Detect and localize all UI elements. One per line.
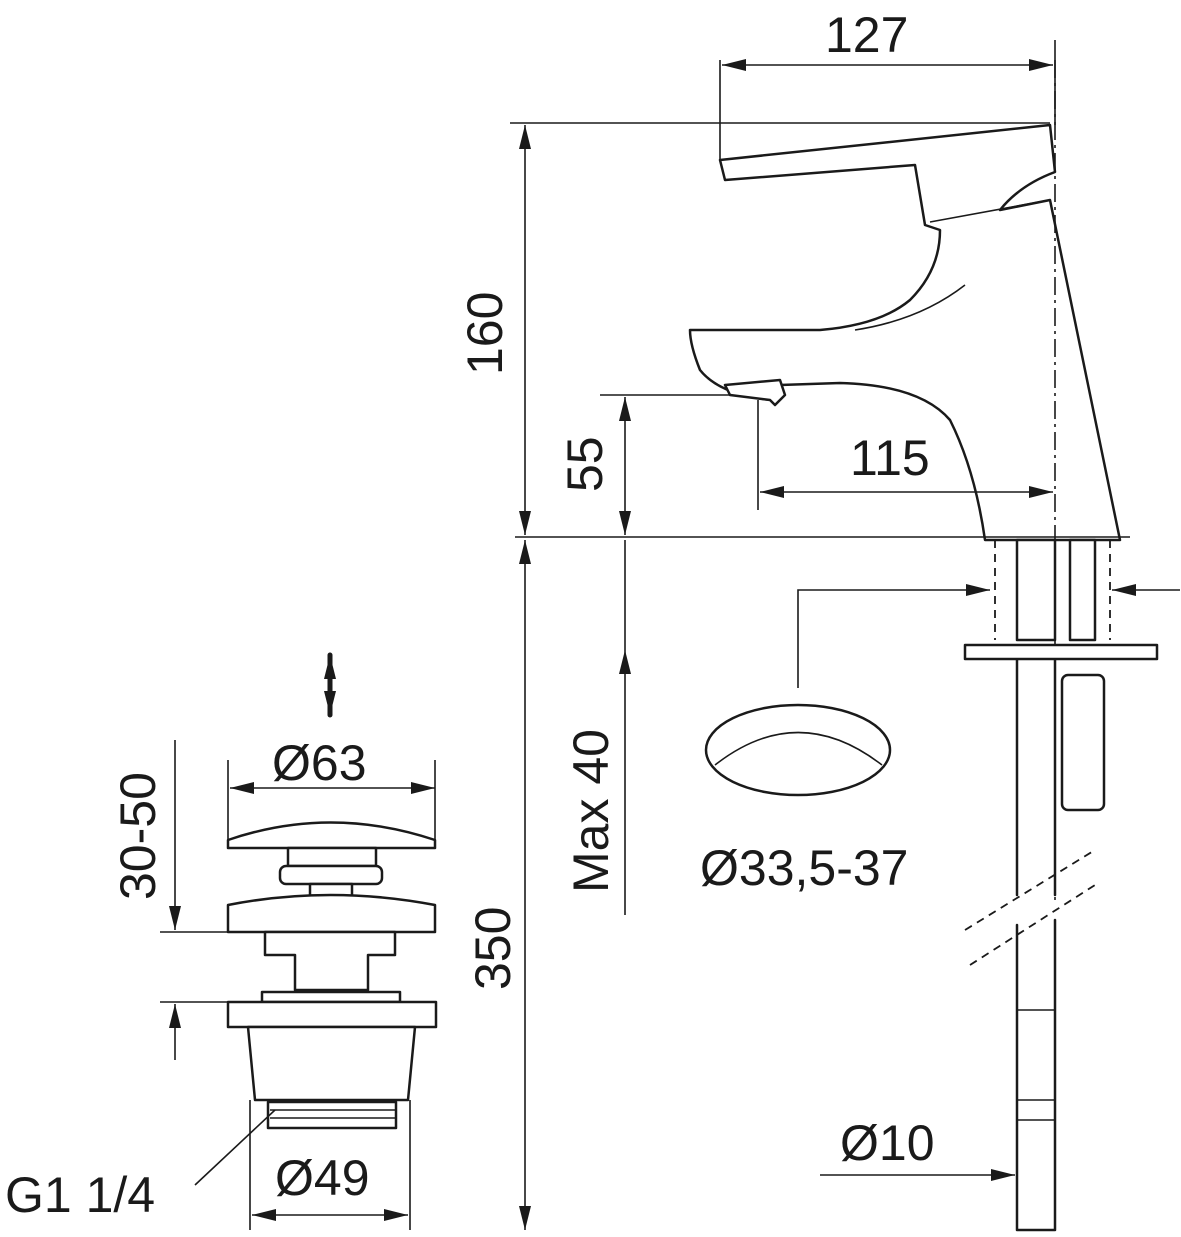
deck-hole xyxy=(704,584,1180,797)
dim-hole-diameter: Ø33,5-37 xyxy=(700,840,908,896)
dim-spout-height-55: 55 xyxy=(557,436,613,492)
dim-width-127: 127 xyxy=(825,7,908,63)
thread-label: G1 1/4 xyxy=(5,1167,155,1223)
dim-reach-115: 115 xyxy=(850,430,930,486)
dim-plug-stroke: 30-50 xyxy=(110,772,166,900)
popup-waste xyxy=(160,652,438,1230)
dim-hose-350: 350 xyxy=(465,907,521,990)
dim-height-160: 160 xyxy=(457,292,513,375)
dim-waste-diameter: Ø49 xyxy=(275,1150,370,1206)
dim-hose-diameter: Ø10 xyxy=(840,1115,935,1171)
dim-max-40: Max 40 xyxy=(563,729,619,893)
mounting-parts xyxy=(515,536,1159,1232)
dimension-lines xyxy=(510,40,1056,1230)
dim-plug-diameter: Ø63 xyxy=(272,735,367,791)
